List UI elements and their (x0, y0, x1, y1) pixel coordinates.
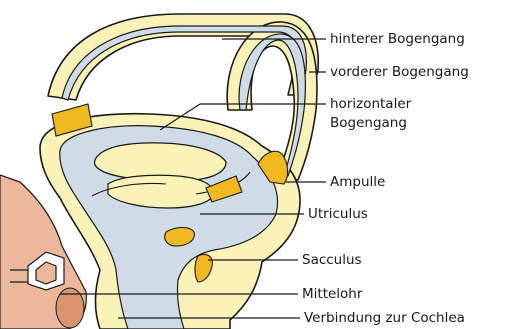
label-sacculus: Sacculus (302, 251, 362, 269)
label-mittelohr: Mittelohr (302, 285, 362, 303)
label-horizontaler-line2: Bogengang (330, 114, 407, 132)
label-hinterer-bogengang: hinterer Bogengang (330, 30, 465, 48)
label-vorderer-bogengang: vorderer Bogengang (330, 63, 469, 81)
label-ampulle: Ampulle (330, 173, 385, 191)
label-utriculus: Utriculus (308, 205, 368, 223)
label-verbindung-zur-cochlea: Verbindung zur Cochlea (304, 309, 465, 327)
label-horizontaler-line1: horizontaler (330, 95, 411, 113)
